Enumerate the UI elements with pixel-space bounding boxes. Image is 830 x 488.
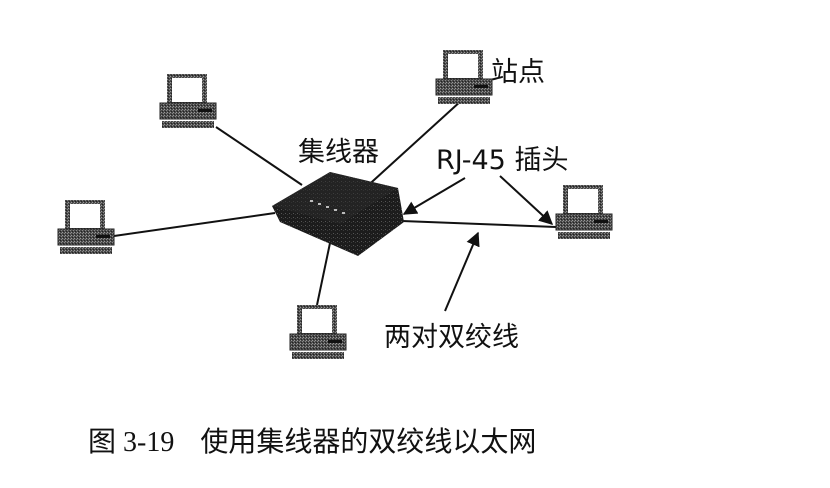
station-top-right (435, 49, 493, 105)
cable-bottom (316, 242, 331, 306)
station-label: 站点 (491, 57, 545, 88)
cables (113, 99, 557, 306)
cable-left (113, 212, 276, 237)
station-bottom (289, 304, 347, 360)
caption-text: 使用集线器的双绞线以太网 (200, 425, 537, 458)
arrow-connector-station (499, 175, 554, 225)
arrow-connector-hub (402, 177, 466, 215)
cable-label: 两对双绞线 (384, 322, 519, 353)
cable-top-right (362, 99, 463, 191)
arrow-cable (444, 231, 480, 312)
caption-number: 图 3-19 (88, 427, 175, 458)
cable-top-left (215, 126, 303, 186)
station-right (555, 184, 613, 240)
hub-label: 集线器 (298, 137, 379, 168)
hub-device (272, 172, 404, 256)
station-top-left (159, 73, 217, 129)
figure-caption: 图 3-19 使用集线器的双绞线以太网 (88, 420, 536, 460)
cable-right (401, 220, 557, 228)
station-left (57, 199, 115, 255)
connector-label: RJ-45 插头 (436, 145, 569, 176)
